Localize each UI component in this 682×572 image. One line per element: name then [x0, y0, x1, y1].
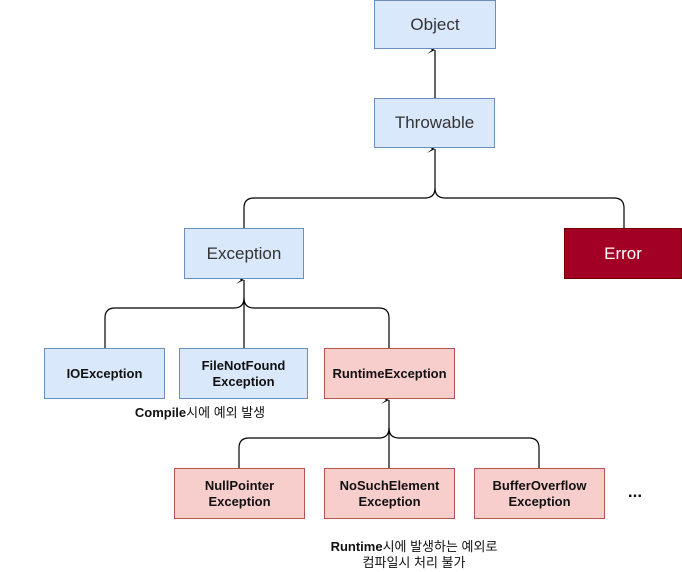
runtime-note-keyword: Runtime [330, 539, 383, 554]
node-object-label: Object [410, 14, 460, 34]
node-exception: Exception [184, 228, 304, 279]
node-runtimeexception-label: RuntimeException [332, 365, 447, 381]
more-ellipsis: ... [620, 482, 650, 501]
node-bufferoverflow-label-1: BufferOverflow [492, 477, 587, 493]
edge-exception-throwable [243, 145, 436, 228]
node-nosuchelement-label-2: Exception [358, 493, 421, 509]
node-nullpointer-label-2: Exception [208, 493, 271, 509]
compile-note: Compile시에 예외 발생 [80, 405, 320, 421]
compile-note-text: 시에 예외 발생 [186, 405, 266, 420]
node-filenotfound-label-1: FileNotFound [201, 357, 286, 373]
node-filenotfound-label-2: Exception [212, 373, 275, 389]
node-bufferoverflow: BufferOverflow Exception [474, 468, 605, 519]
node-error: Error [564, 228, 682, 279]
edge-bufferoverflow-runtime [388, 427, 540, 468]
node-nosuchelement: NoSuchElement Exception [324, 468, 455, 519]
node-bufferoverflow-label-2: Exception [508, 493, 571, 509]
node-runtimeexception: RuntimeException [324, 348, 455, 399]
node-filenotfound: FileNotFound Exception [179, 348, 308, 399]
node-nullpointer-label-1: NullPointer [204, 477, 275, 493]
compile-note-keyword: Compile [134, 405, 187, 420]
more-ellipsis-text: ... [627, 482, 643, 501]
node-exception-label: Exception [206, 243, 282, 263]
edge-error-throwable [434, 187, 625, 228]
runtime-note: Runtime시에 발생하는 예외로 컴파일시 처리 불가 [283, 539, 545, 571]
edge-ioexception-exception [104, 276, 245, 348]
edge-runtime-exception [243, 297, 390, 348]
node-nosuchelement-label-1: NoSuchElement [339, 477, 440, 493]
runtime-note-text: 시에 발생하는 예외로 [382, 539, 498, 554]
node-nullpointer: NullPointer Exception [174, 468, 305, 519]
runtime-note-line2: 컴파일시 처리 불가 [362, 555, 466, 570]
node-throwable-label: Throwable [394, 113, 475, 132]
node-error-label: Error [604, 243, 642, 263]
node-ioexception: IOException [44, 348, 165, 399]
node-ioexception-label: IOException [66, 365, 143, 381]
node-object: Object [374, 0, 496, 49]
node-throwable: Throwable [374, 98, 495, 148]
